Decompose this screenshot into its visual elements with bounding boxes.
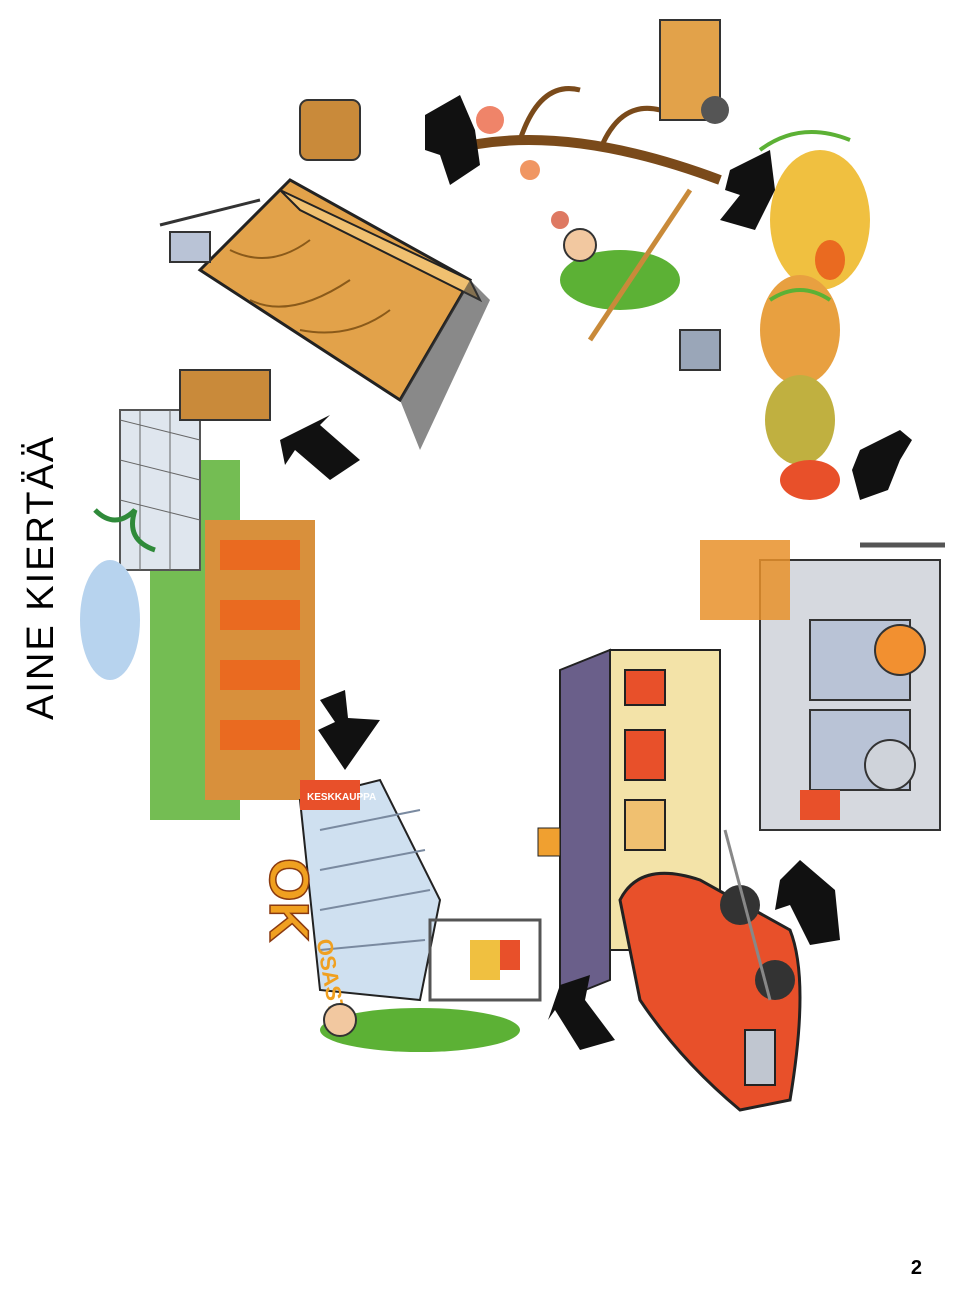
arrow-compost-to-garden [280, 415, 360, 480]
store-logo: OK [258, 858, 321, 942]
grocery-store-scene: KESKKAUPPA OK OSASTO [257, 778, 542, 1052]
arrow-store-to-home [548, 975, 615, 1050]
cycle-arrows [280, 95, 912, 1050]
garden-vegetables-scene [80, 369, 315, 820]
arrow-kitchen-to-compost [852, 430, 912, 500]
arrow-garden-to-store [318, 690, 380, 770]
store-sign-kauppa: KESKKAUPPA [307, 792, 376, 803]
page-number: 2 [910, 1257, 922, 1279]
arrow-compost-to-raking [720, 150, 775, 230]
kitchen-waste-scene [700, 540, 945, 831]
compost-bin-scene [159, 99, 490, 450]
compost-pile-scene [758, 130, 870, 500]
raking-leaves-scene [448, 19, 729, 371]
home-and-car-scene [537, 648, 802, 1112]
arrow-raking-to-bin [425, 95, 480, 185]
arrow-home-to-kitchen [775, 860, 840, 945]
